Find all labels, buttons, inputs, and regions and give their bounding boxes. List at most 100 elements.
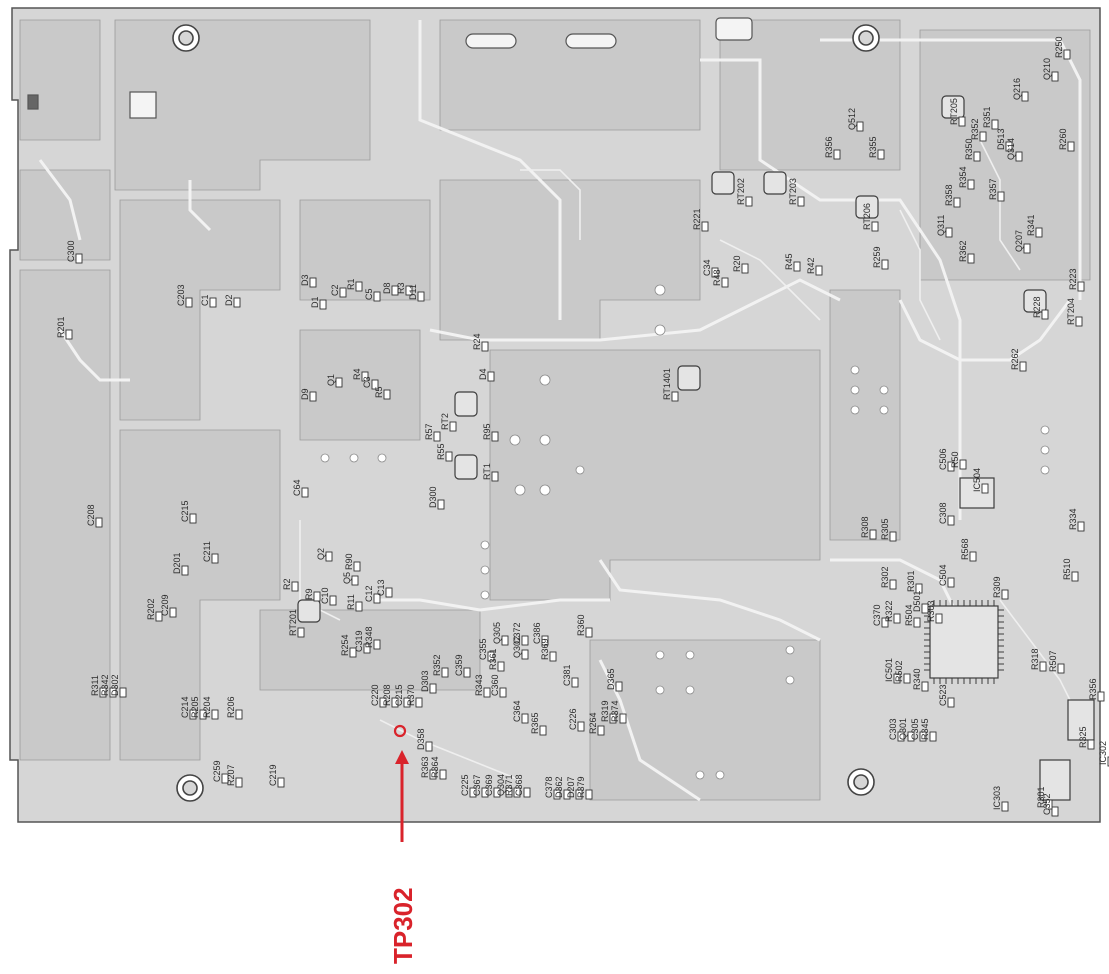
component-label: C523: [938, 684, 948, 706]
component-label: R2: [282, 578, 292, 590]
component-label: R343: [474, 674, 484, 696]
smd-pad: [1087, 739, 1095, 750]
component-label: R351: [982, 106, 992, 128]
smd-pad: [379, 697, 387, 708]
smd-pad: [505, 787, 513, 798]
smd-pad: [429, 769, 437, 780]
component-label: C372: [512, 622, 522, 644]
smd-pad: [915, 583, 923, 594]
rt1-body: [454, 454, 478, 480]
component-label: R364: [430, 756, 440, 778]
component-label: R358: [944, 184, 954, 206]
component-label: Q2: [316, 548, 326, 560]
smd-pad: [233, 297, 241, 308]
component-label: R50: [950, 451, 960, 468]
component-label: R4: [352, 368, 362, 380]
component-label: C64: [292, 479, 302, 496]
trace-bundles: [38, 20, 1082, 802]
component-label: C3: [362, 376, 372, 388]
smd-pad: [1057, 663, 1065, 674]
smd-pad: [797, 196, 805, 207]
smd-pad: [119, 687, 127, 698]
smd-pad: [619, 713, 627, 724]
copper-regions: [19, 19, 1091, 801]
component-label: C378: [544, 776, 554, 798]
smd-pad: [439, 769, 447, 780]
smd-pad: [441, 667, 449, 678]
component-label: R259: [872, 246, 882, 268]
component-label: D513: [996, 128, 1006, 150]
component-label: D207: [566, 776, 576, 798]
smd-pad: [947, 461, 955, 472]
smd-pad: [1005, 141, 1013, 152]
smd-pad: [521, 635, 529, 646]
component-label: R325: [1078, 726, 1088, 748]
smd-pad: [189, 709, 197, 720]
smd-pad: [501, 635, 509, 646]
component-label: R356: [824, 136, 834, 158]
component-label: Q1: [326, 374, 336, 386]
component-label: R568: [960, 538, 970, 560]
component-label: R207: [226, 764, 236, 786]
component-label: R362: [958, 240, 968, 262]
smd-pad: [491, 431, 499, 442]
component-label: C364: [512, 700, 522, 722]
smd-pad: [893, 673, 901, 684]
smd-pad: [571, 677, 579, 688]
component-label: Q302: [512, 636, 522, 658]
smd-pad: [575, 789, 583, 800]
smd-pad: [1077, 521, 1085, 532]
smd-pad: [75, 253, 83, 264]
smd-pad: [155, 611, 163, 622]
smd-pad: [615, 681, 623, 692]
smd-pad: [549, 651, 557, 662]
component-label: R363: [420, 756, 430, 778]
component-label: C355: [478, 638, 488, 660]
component-label: C220: [370, 684, 380, 706]
component-label: R510: [1062, 558, 1072, 580]
component-label: C369: [484, 774, 494, 796]
smd-pad: [297, 627, 305, 638]
component-label: R345: [920, 718, 930, 740]
component-label: D358: [416, 728, 426, 750]
smd-pad: [221, 773, 229, 784]
component-label: D9: [300, 388, 310, 400]
smd-pad: [405, 285, 413, 296]
component-label: R319: [600, 700, 610, 722]
component-label: R208: [382, 684, 392, 706]
smd-pad: [745, 196, 753, 207]
component-label: RT1401: [662, 368, 672, 400]
component-label: R95: [482, 423, 492, 440]
component-label: C359: [454, 654, 464, 676]
smd-pad: [353, 561, 361, 572]
smd-pad: [856, 121, 864, 132]
smd-pad: [351, 575, 359, 586]
tp302-arrowhead: [395, 750, 409, 764]
smd-pad: [445, 451, 453, 462]
smd-pad: [991, 119, 999, 130]
smd-pad: [585, 789, 593, 800]
component-label: R379: [576, 776, 586, 798]
component-label: R341: [1026, 214, 1036, 236]
smd-pad: [869, 529, 877, 540]
smd-pad: [1075, 316, 1083, 327]
component-label: C1: [200, 294, 210, 306]
smd-pad: [415, 697, 423, 708]
component-label: R223: [1068, 268, 1078, 290]
smd-pad: [463, 667, 471, 678]
ic501-pins: [924, 600, 1004, 684]
component-label: R1: [346, 278, 356, 290]
component-label: R311: [90, 675, 100, 696]
component-label: D300: [428, 486, 438, 508]
smd-pad: [721, 277, 729, 288]
smd-pad: [363, 643, 371, 654]
component-label: R352: [432, 654, 442, 676]
smd-pad: [921, 681, 929, 692]
component-label: R262: [1010, 348, 1020, 370]
component-label: R374: [610, 700, 620, 722]
smd-pad: [169, 607, 177, 618]
smd-pad: [373, 291, 381, 302]
smd-pad: [893, 613, 901, 624]
component-label: R204: [202, 696, 212, 718]
component-label: C5: [364, 288, 374, 300]
